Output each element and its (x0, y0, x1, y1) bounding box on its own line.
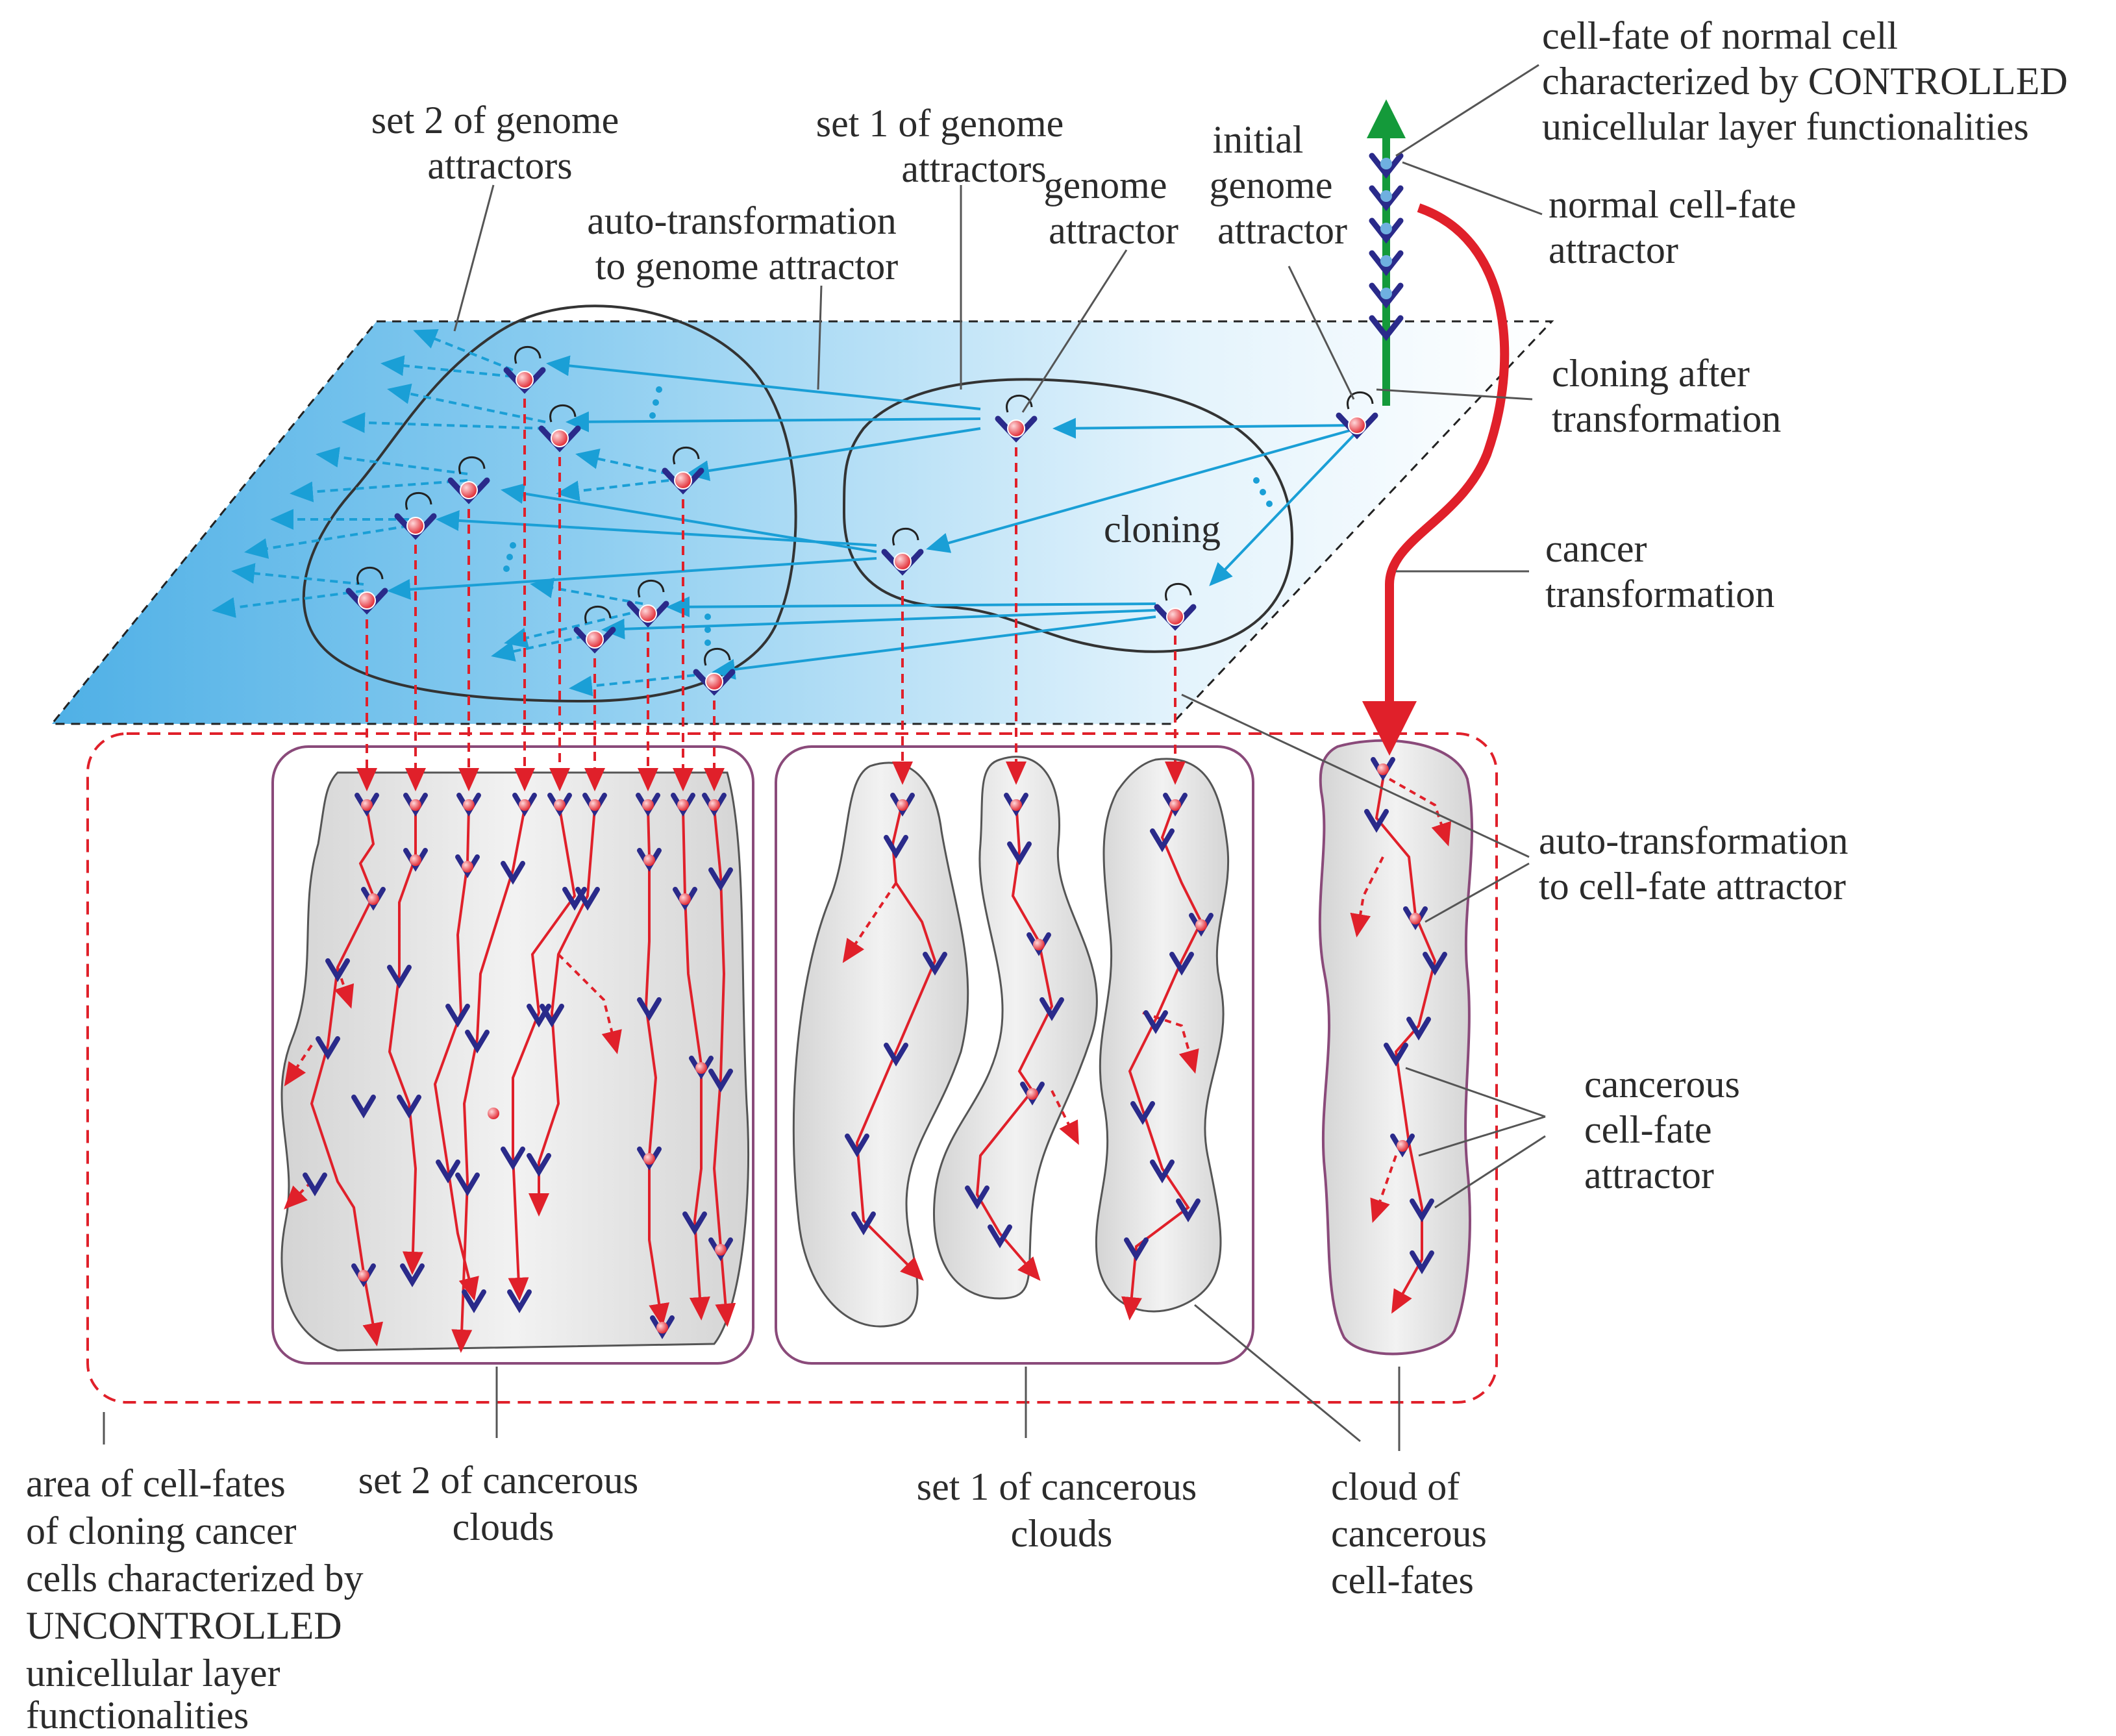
uncontrolled-area-box (86, 732, 1498, 1404)
label-cloning-after-transformation: cloning after transformation (1552, 352, 1781, 440)
label-set1-genome: set 1 of genome attractors (816, 102, 1074, 190)
red-dashed-drops (356, 383, 1186, 791)
set1-cloud-c (1095, 758, 1230, 1313)
cancerous-attractor-balls (358, 763, 1421, 1333)
cancerous-cellfates-cloud (1318, 739, 1474, 1356)
label-initial-genome-attractor: initial genome attractor (1210, 118, 1347, 252)
set1-cloud-a (792, 762, 969, 1328)
label-normal-cell-fate: cell-fate of normal cell characterized b… (1542, 14, 2078, 148)
set1-cloud-b (933, 756, 1098, 1300)
label-cloning: cloning (1104, 508, 1221, 551)
label-set2-genome: set 2 of genome attractors (371, 99, 629, 187)
leader-lines (103, 64, 1546, 1451)
label-normal-attractor: normal cell-fate attractor (1549, 183, 1806, 271)
label-cancerous-attractor: cancerous cell-fate attractor (1584, 1063, 1750, 1197)
label-cloud-cellfates: cloud of cancerous cell-fates (1331, 1465, 1497, 1602)
label-auto-transformation-cellfate: auto-transformation to cell-fate attract… (1539, 819, 1858, 908)
label-set1-clouds: set 1 of cancerous clouds (917, 1465, 1206, 1555)
label-set2-clouds: set 2 of cancerous clouds (358, 1459, 648, 1548)
genome-attractors (345, 345, 1378, 696)
red-dashed-branches (284, 778, 1452, 1223)
set2-clouds-box (271, 745, 754, 1365)
genome-plane (49, 320, 1554, 725)
cancer-transformation-arrow (1362, 203, 1510, 756)
cyan-transition-arrows (387, 355, 1358, 680)
set1-clouds-box (775, 745, 1254, 1365)
label-genome-attractor: genome attractor (1044, 164, 1178, 252)
set2-genome-blob (302, 304, 797, 703)
label-auto-transformation-genome: auto-transformation to genome attractor (587, 199, 906, 288)
ellipsis-dots (503, 386, 1273, 646)
cyan-dashed-escape-arrows (212, 329, 695, 697)
cancerous-attractors (303, 757, 1447, 1339)
label-area-uncontrolled: area of cell-fates of cloning cancer cel… (26, 1462, 373, 1736)
label-cancer-transformation: cancer transformation (1545, 527, 1774, 615)
normal-cell-fate-attractors (1369, 153, 1404, 341)
